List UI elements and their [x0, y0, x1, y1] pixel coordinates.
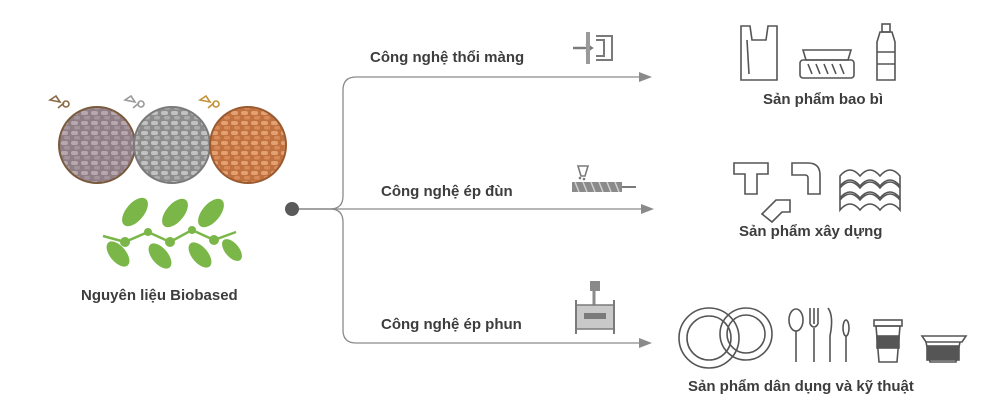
- process-label-inject: Công nghệ ép phun: [381, 316, 522, 333]
- cup-icon: [873, 319, 903, 363]
- hub-dot: [285, 202, 299, 216]
- sprout-icon-3: [197, 94, 220, 109]
- bowl-icon: [920, 335, 968, 363]
- pellet-orange-icon: [209, 106, 287, 184]
- cutlery-icon: [788, 307, 850, 362]
- connector-bottom: [293, 208, 640, 344]
- process-label-blow: Công nghệ thổi màng: [370, 49, 525, 66]
- arrow-top: [639, 72, 652, 82]
- connector-top: [293, 76, 640, 210]
- blow-mold-icon: [573, 32, 613, 64]
- sprout-icon-1: [47, 94, 70, 109]
- product-label-packaging: Sản phẩm bao bì: [763, 91, 884, 108]
- food-container-icon: [799, 49, 855, 79]
- arrow-bottom: [639, 338, 652, 348]
- source-label: Nguyên liệu Biobased: [81, 287, 238, 304]
- leaf-vine-icon: [102, 197, 242, 269]
- arrow-mid: [641, 204, 654, 214]
- sprout-icon-2: [122, 94, 145, 109]
- product-label-construction: Sản phẩm xây dựng: [739, 223, 883, 240]
- roof-tiles-icon: [839, 169, 901, 213]
- pipe-fittings-icon: [733, 162, 821, 224]
- process-label-extrude: Công nghệ ép đùn: [381, 183, 513, 200]
- plates-icon: [678, 307, 773, 369]
- injection-mold-icon: [575, 281, 615, 334]
- bottle-icon: [876, 23, 896, 81]
- extruder-icon: [572, 165, 636, 193]
- product-label-consumer: Sản phẩm dân dụng và kỹ thuật: [688, 378, 914, 395]
- plastic-bag-icon: [740, 25, 778, 81]
